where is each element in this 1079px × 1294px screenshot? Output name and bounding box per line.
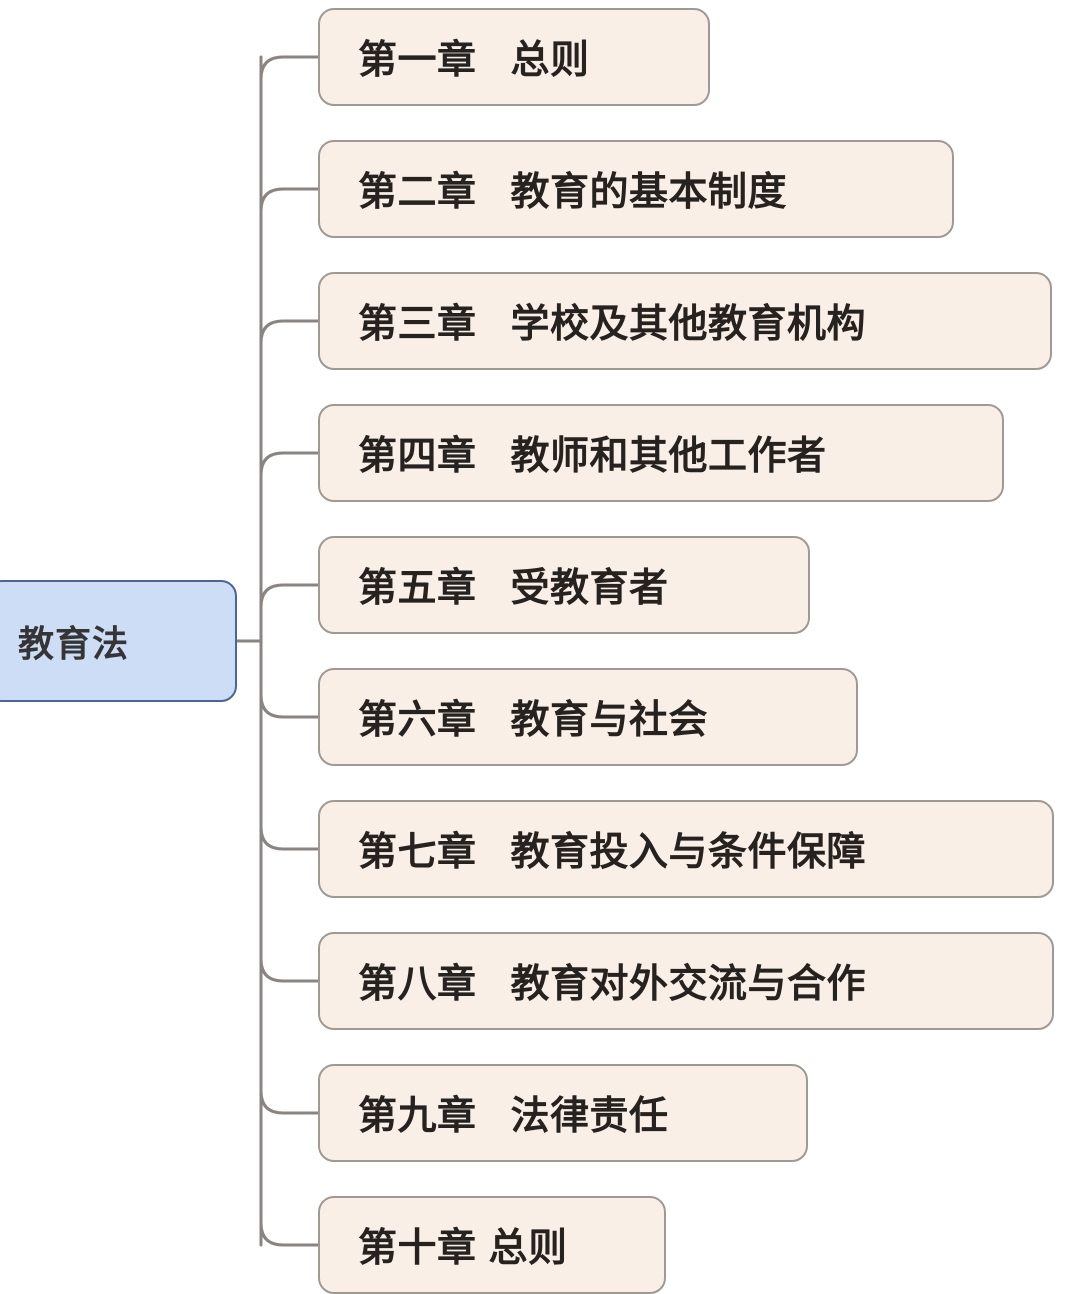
root-node-label: 教育法 <box>18 624 130 665</box>
chapter-title: 学校及其他教育机构 <box>510 302 867 347</box>
chapter-node-label: 第十章总则 <box>358 1217 568 1273</box>
branch-line-9 <box>259 1089 320 1115</box>
chapter-node-label: 第七章教育投入与条件保障 <box>358 821 866 877</box>
chapter-node-2[interactable]: 第二章教育的基本制度 <box>318 140 954 238</box>
chapter-number: 第十章 <box>358 1226 477 1271</box>
root-node[interactable]: 教育法 <box>0 580 237 702</box>
chapter-title: 教育的基本制度 <box>510 170 788 215</box>
chapter-number: 第三章 <box>358 302 477 347</box>
chapter-title: 教育与社会 <box>510 698 709 743</box>
chapter-node-label: 第四章教师和其他工作者 <box>358 425 827 481</box>
chapter-node-label: 第九章法律责任 <box>358 1085 669 1141</box>
branch-line-8 <box>259 957 320 983</box>
chapter-node-1[interactable]: 第一章总则 <box>318 8 710 106</box>
branch-line-10 <box>259 1221 320 1247</box>
branch-line-6 <box>259 693 320 719</box>
chapter-number: 第六章 <box>358 698 477 743</box>
chapter-number: 第一章 <box>358 38 477 83</box>
chapter-node-label: 第三章学校及其他教育机构 <box>358 293 866 349</box>
chapter-title: 总则 <box>488 1226 568 1271</box>
chapter-node-label: 第五章受教育者 <box>358 557 669 613</box>
chapter-title: 教师和其他工作者 <box>510 434 827 479</box>
chapter-title: 受教育者 <box>510 566 669 611</box>
chapter-node-6[interactable]: 第六章教育与社会 <box>318 668 858 766</box>
chapter-node-7[interactable]: 第七章教育投入与条件保障 <box>318 800 1054 898</box>
chapter-number: 第四章 <box>358 434 477 479</box>
chapter-node-8[interactable]: 第八章教育对外交流与合作 <box>318 932 1054 1030</box>
chapter-node-label: 第二章教育的基本制度 <box>358 161 787 217</box>
chapter-title: 教育对外交流与合作 <box>510 962 867 1007</box>
chapter-number: 第九章 <box>358 1094 477 1139</box>
chapter-title: 教育投入与条件保障 <box>510 830 867 875</box>
chapter-node-label: 第六章教育与社会 <box>358 689 708 745</box>
chapter-number: 第七章 <box>358 830 477 875</box>
chapter-node-label: 第八章教育对外交流与合作 <box>358 953 866 1009</box>
branch-line-2 <box>259 187 320 213</box>
branch-line-1 <box>259 55 320 81</box>
branch-line-4 <box>259 451 320 477</box>
chapter-node-5[interactable]: 第五章受教育者 <box>318 536 810 634</box>
chapter-node-label: 第一章总则 <box>358 29 590 85</box>
chapter-number: 第二章 <box>358 170 477 215</box>
branch-line-5 <box>259 583 320 609</box>
chapter-node-4[interactable]: 第四章教师和其他工作者 <box>318 404 1004 502</box>
branch-line-3 <box>259 319 320 345</box>
chapter-node-9[interactable]: 第九章法律责任 <box>318 1064 808 1162</box>
chapter-node-3[interactable]: 第三章学校及其他教育机构 <box>318 272 1052 370</box>
branch-line-7 <box>259 825 320 851</box>
chapter-title: 总则 <box>510 38 590 83</box>
chapter-number: 第五章 <box>358 566 477 611</box>
chapter-title: 法律责任 <box>510 1094 669 1139</box>
chapter-number: 第八章 <box>358 962 477 1007</box>
chapter-node-10[interactable]: 第十章总则 <box>318 1196 666 1294</box>
